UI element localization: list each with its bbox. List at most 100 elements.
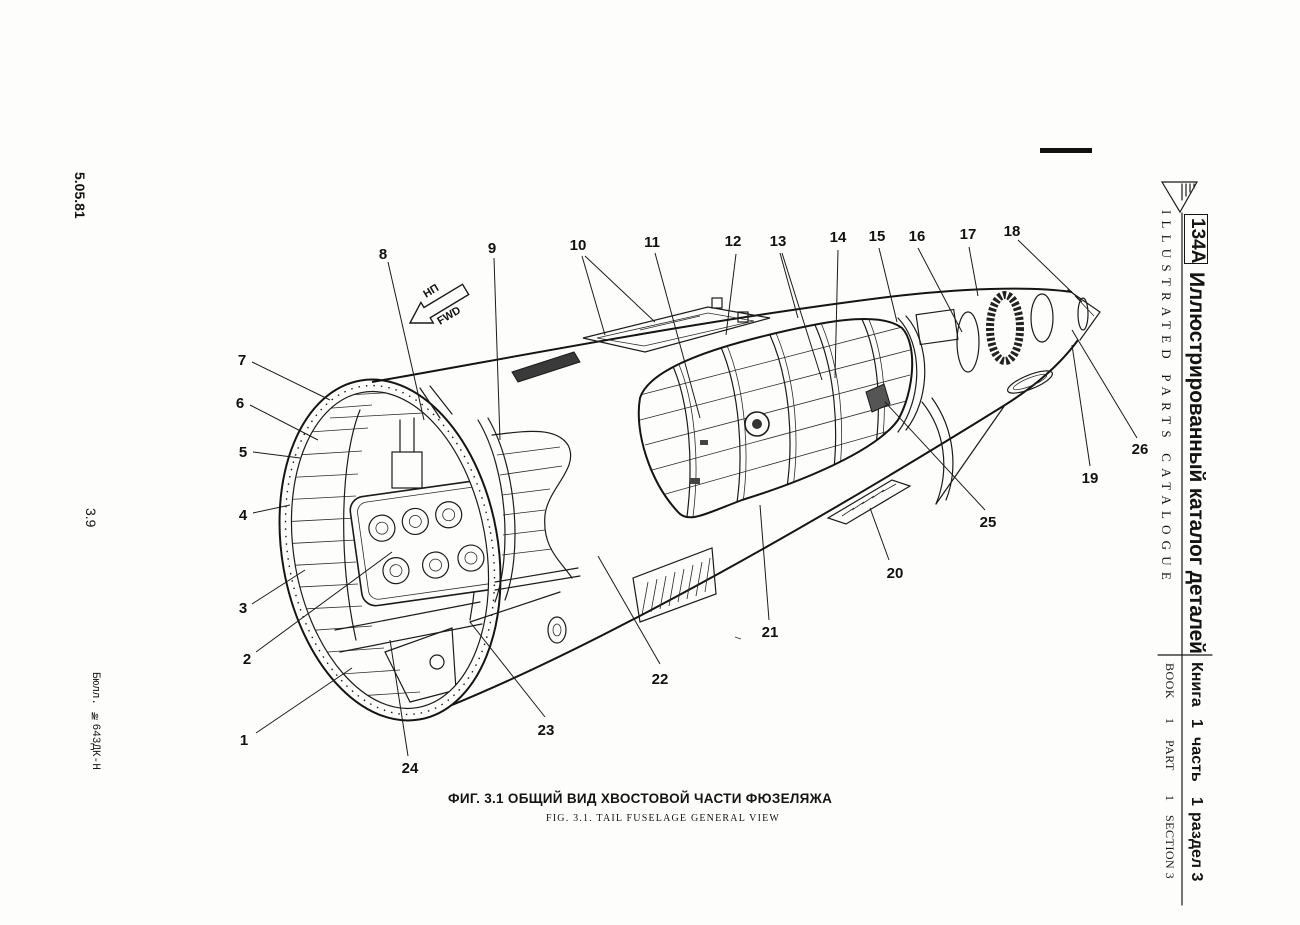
- book-label-en: BOOK: [1163, 663, 1177, 700]
- connector-fitting-core: [464, 551, 478, 565]
- hatch-handle: [711, 297, 723, 309]
- stringer-line: [501, 488, 551, 496]
- catalogue-title-en: ILLUSTRATED PARTS CATALOGUE: [1159, 210, 1174, 586]
- figure-caption-en: FIG. 3.1. TAIL FUSELAGE GENERAL VIEW: [546, 813, 781, 824]
- vent-slat: [871, 489, 885, 499]
- frame-15: [897, 317, 918, 433]
- connector-fitting-core: [375, 521, 389, 535]
- frame-flange: [775, 332, 797, 501]
- callout-12: 12: [725, 233, 742, 250]
- stringer-line: [644, 374, 911, 446]
- book-number-ru: 1: [1188, 719, 1205, 728]
- hatch-inner-frame: [596, 312, 755, 347]
- forward-direction-arrow: НП FWD: [408, 282, 470, 328]
- grille-frame: [632, 547, 717, 623]
- callout-19: 19: [1082, 470, 1099, 487]
- callout-7: 7: [238, 352, 246, 369]
- grille-slat: [668, 571, 676, 607]
- frame: [669, 359, 691, 518]
- fuselage-outline: [371, 287, 1101, 706]
- grille-slat: [641, 581, 649, 616]
- part-label-ru: часть: [1188, 737, 1205, 782]
- callout-22: 22: [652, 671, 669, 688]
- frame-17: [986, 291, 1024, 365]
- leader-line-1: [255, 667, 353, 734]
- hatch-frame: [582, 306, 771, 353]
- floor-beam: [334, 601, 481, 631]
- frame-8-strut: [429, 385, 453, 415]
- equipment-panel: [349, 479, 507, 607]
- leader-line-6: [249, 404, 319, 441]
- leader-line-4: [252, 504, 291, 514]
- vent-slat: [881, 483, 897, 493]
- upper-bracket: [391, 451, 423, 489]
- panel-frame: [349, 479, 507, 607]
- frame-18: [1030, 293, 1054, 343]
- callout-21: 21: [762, 624, 779, 641]
- callout-9: 9: [488, 240, 496, 257]
- leader-line-13b: [781, 252, 823, 381]
- ring-inner-edge: [290, 390, 490, 710]
- leader-line-3: [251, 569, 306, 605]
- section-marker-bar: [1040, 148, 1092, 153]
- side-vent-grille: [632, 547, 717, 623]
- figure-caption-ru: ФИГ. 3.1 ОБЩИЙ ВИД ХВОСТОВОЙ ЧАСТИ ФЮЗЕЛ…: [448, 791, 833, 806]
- callout-4: 4: [239, 507, 248, 524]
- issue-date: 5.05.81: [72, 172, 88, 219]
- book-label-ru: Книга: [1188, 662, 1205, 707]
- bracket-16: [915, 308, 959, 346]
- fitting-21-core: [752, 419, 762, 429]
- leader-line-10b: [584, 255, 656, 323]
- dorsal-slot: [511, 351, 581, 383]
- longeron: [494, 575, 581, 591]
- leader-lines: [249, 239, 1138, 757]
- leader-line-11: [654, 252, 701, 419]
- stringer-line: [661, 424, 911, 496]
- rear-frame-ring: [278, 378, 502, 722]
- logo-triangle: [1160, 181, 1199, 214]
- connector-fitting: [457, 544, 485, 572]
- connector-fitting-core: [389, 564, 403, 578]
- oval-window-inner: [1012, 373, 1048, 391]
- tail-section: [915, 291, 1054, 505]
- connector-fitting: [368, 514, 396, 542]
- vent-slat: [841, 507, 855, 517]
- leader-line-2: [255, 551, 393, 653]
- clip-mark: [690, 478, 700, 484]
- callout-17: 17: [960, 226, 977, 243]
- callout-1: 1: [240, 732, 248, 749]
- frame-16: [956, 311, 980, 373]
- vent-frame: [826, 479, 912, 525]
- arrow-icon: [408, 283, 470, 324]
- frame-8-strut: [419, 387, 441, 419]
- ring-rivet-row: [284, 384, 496, 716]
- leader-line-23: [469, 621, 546, 718]
- leader-line-24: [389, 639, 409, 757]
- callout-5: 5: [239, 444, 247, 461]
- leader-line-19: [1071, 344, 1091, 467]
- callout-numbers: 1 2 3 4 5 6 7 8 9 10 11 12 13 14 15 16 1…: [236, 223, 1149, 777]
- callout-11: 11: [644, 234, 660, 251]
- leader-line-8: [387, 261, 425, 421]
- section-label-en: SECTION 3: [1163, 815, 1177, 880]
- stringer-line: [499, 465, 563, 476]
- stringer-line: [279, 450, 363, 457]
- connector-fitting-core: [408, 515, 422, 528]
- callout-20: 20: [887, 565, 904, 582]
- leader-line-15: [878, 247, 898, 323]
- grille-slat: [704, 557, 711, 593]
- round-access-cover: [547, 616, 567, 644]
- stringer-line: [279, 404, 373, 413]
- upper-contour: [371, 287, 1073, 383]
- callout-24: 24: [402, 760, 419, 777]
- leader-line-10a: [581, 255, 606, 336]
- connector-fitting: [435, 501, 463, 529]
- hatch-rail: [639, 315, 701, 331]
- stringer-line: [496, 446, 561, 456]
- vent-slat: [861, 495, 875, 505]
- connector-fitting-core: [429, 558, 442, 572]
- book-number-en: 1: [1163, 718, 1177, 725]
- fairing-19-edge: [921, 401, 945, 505]
- callout-13: 13: [770, 233, 787, 250]
